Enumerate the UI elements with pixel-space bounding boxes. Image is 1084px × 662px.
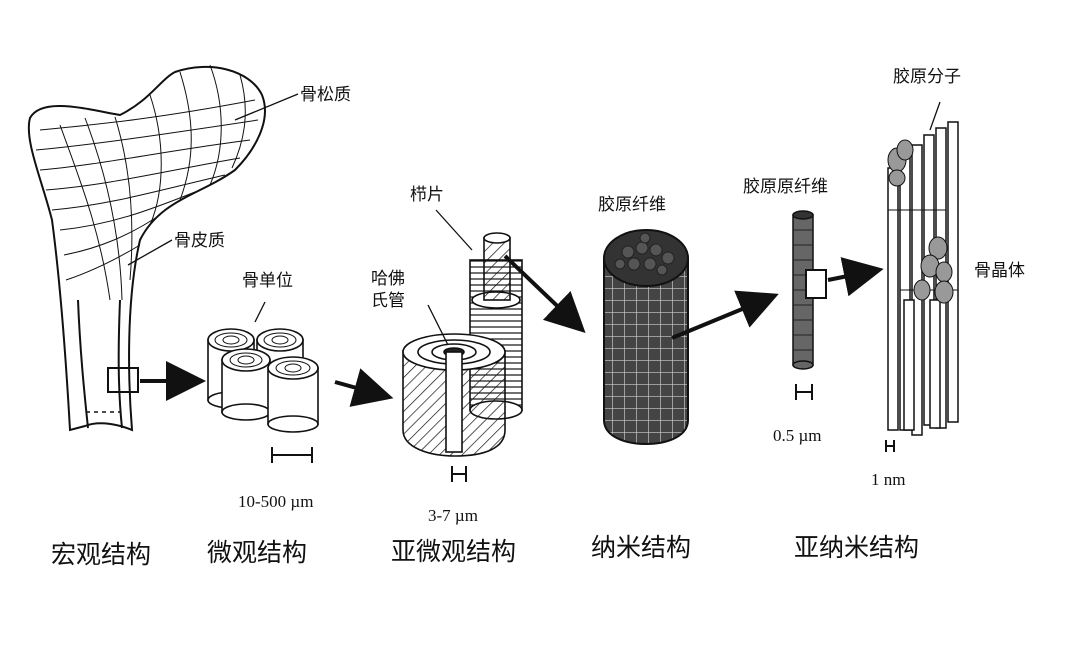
collagen-molecule-illustration <box>887 101 959 436</box>
scale-bar-micro <box>271 447 313 463</box>
collagen-fiber-illustration <box>603 229 689 446</box>
label-bone-crystal: 骨晶体 <box>974 261 1025 281</box>
label-lamella: 栉片 <box>410 185 444 205</box>
caption-nano: 纳米结构 <box>591 533 691 562</box>
scale-label-submicro: 3-7 µm <box>428 506 478 525</box>
arrow-submicro-to-nano <box>503 254 586 334</box>
label-collagen-fibril: 胶原原纤维 <box>743 177 828 197</box>
scale-bar-submicro <box>451 466 467 482</box>
arrow-fibril-to-subnano <box>827 257 884 297</box>
label-cortical-bone: 骨皮质 <box>174 231 225 251</box>
label-cancellous-bone: 骨松质 <box>300 85 351 105</box>
scale-bar-subnano <box>885 440 895 452</box>
scale-label-subnano: 1 nm <box>871 470 905 489</box>
caption-macro: 宏观结构 <box>51 540 151 569</box>
caption-submicro: 亚微观结构 <box>391 537 516 566</box>
scale-bar-nano <box>795 384 813 400</box>
scale-label-nano: 0.5 µm <box>773 426 822 445</box>
arrow-micro-to-submicro <box>334 368 394 407</box>
label-haversian-canal: 哈佛 氏管 <box>371 269 410 311</box>
label-collagen-fiber: 胶原纤维 <box>598 195 666 215</box>
arrow-nano-to-fibril <box>671 290 779 340</box>
label-osteon: 骨单位 <box>242 271 293 291</box>
collagen-fibril-illustration <box>792 210 827 370</box>
caption-subnano: 亚纳米结构 <box>794 533 919 562</box>
femur-illustration <box>27 64 299 432</box>
lamella-illustration <box>402 209 523 457</box>
scale-label-micro: 10-500 µm <box>238 492 313 511</box>
caption-micro: 微观结构 <box>207 538 307 567</box>
label-collagen-molecule: 胶原分子 <box>893 67 961 87</box>
osteon-illustration <box>207 301 319 433</box>
